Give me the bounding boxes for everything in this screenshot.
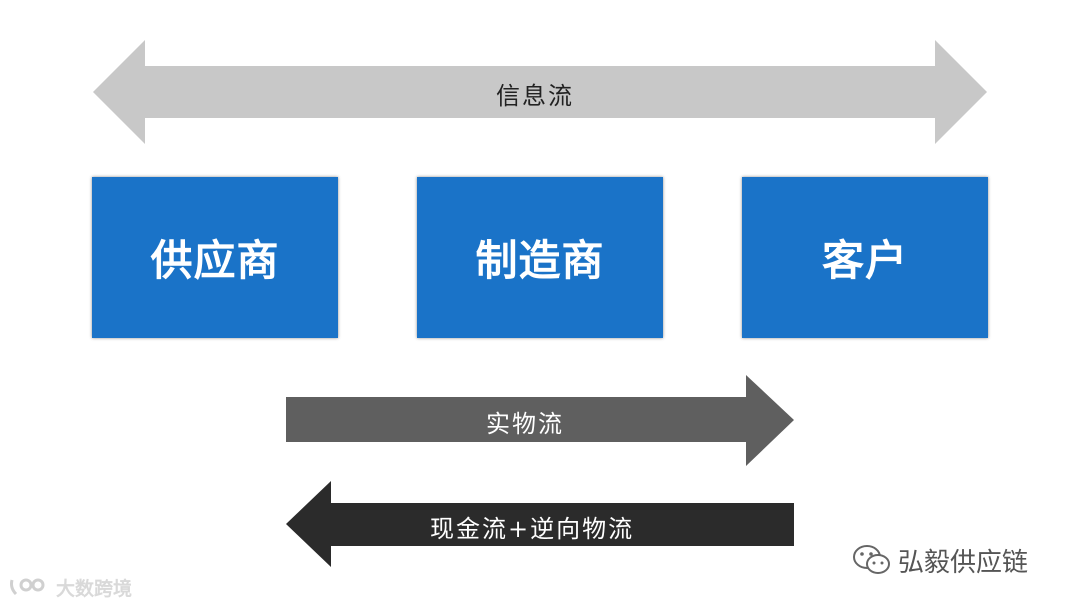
brand-watermark-label: 大数跨境: [56, 577, 133, 600]
info-flow-label: 信息流: [496, 82, 574, 110]
manufacturer-label: 制造商: [475, 236, 605, 285]
customer-label: 客户: [821, 236, 908, 285]
physical-flow-arrow: [286, 375, 794, 466]
supplier-node: 供应商: [92, 177, 338, 338]
wechat-watermark: 弘毅供应链: [852, 540, 1028, 580]
cash-flow-arrow: [286, 481, 794, 567]
logo-icon: [10, 578, 45, 596]
info-flow-arrow: [93, 40, 987, 144]
physical-flow-label: 实物流: [486, 410, 564, 438]
customer-node: 客户: [742, 177, 988, 338]
wechat-icon: [853, 545, 890, 574]
supplier-label: 供应商: [150, 236, 280, 285]
brand-watermark: 大数跨境: [8, 574, 132, 600]
manufacturer-node: 制造商: [417, 177, 663, 338]
cash-flow-label: 现金流+逆向物流: [430, 515, 635, 543]
wechat-watermark-label: 弘毅供应链: [898, 547, 1029, 578]
